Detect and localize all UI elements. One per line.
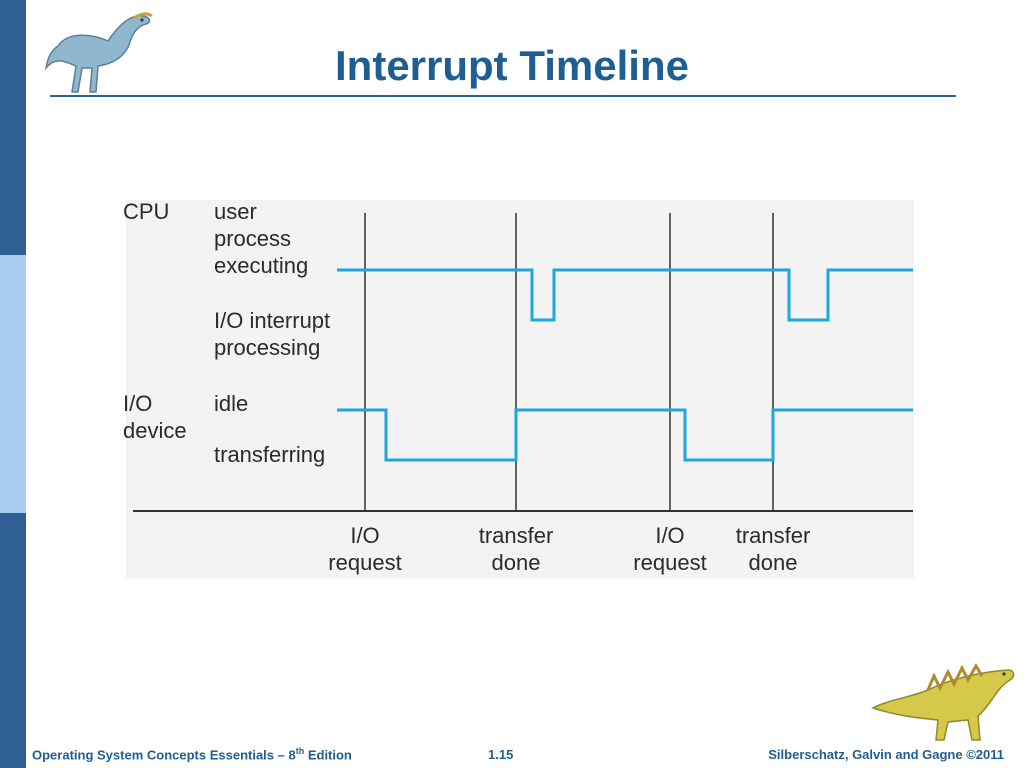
- state-label-idle: idle: [214, 391, 249, 416]
- event-label-io-request-2: I/O request: [633, 523, 707, 575]
- event-label-transfer-done-2: transfer done: [735, 523, 811, 575]
- event-label-transfer-done-1: transfer done: [478, 523, 554, 575]
- state-label-io-interrupt-processing: I/O interrupt processing: [214, 308, 331, 360]
- row-label-io-device: I/O device: [123, 391, 187, 443]
- footer-book-title: Operating System Concepts Essentials – 8…: [32, 746, 352, 762]
- dinosaur-logo-icon: [44, 12, 153, 93]
- page-title: Interrupt Timeline: [335, 42, 689, 89]
- footer-page-number: 1.15: [488, 747, 514, 762]
- footer-book-prefix: Operating System Concepts Essentials – 8: [32, 747, 296, 762]
- footer-book-superscript: th: [295, 745, 305, 756]
- footer-book-suffix: Edition: [304, 747, 352, 762]
- row-label-cpu: CPU: [123, 199, 170, 224]
- footer-copyright: Silberschatz, Galvin and Gagne ©2011: [768, 747, 1004, 762]
- io-device-waveform: [337, 408, 913, 462]
- event-label-io-request-1: I/O request: [328, 523, 402, 575]
- state-label-user-process-executing: user process executing: [214, 199, 309, 278]
- stegosaurus-logo-icon: [871, 663, 1015, 741]
- title-divider: [50, 95, 956, 97]
- state-label-transferring: transferring: [214, 442, 326, 467]
- diagram-background: [126, 200, 914, 578]
- cpu-waveform: [337, 268, 913, 322]
- sidebar-accent: [0, 255, 26, 513]
